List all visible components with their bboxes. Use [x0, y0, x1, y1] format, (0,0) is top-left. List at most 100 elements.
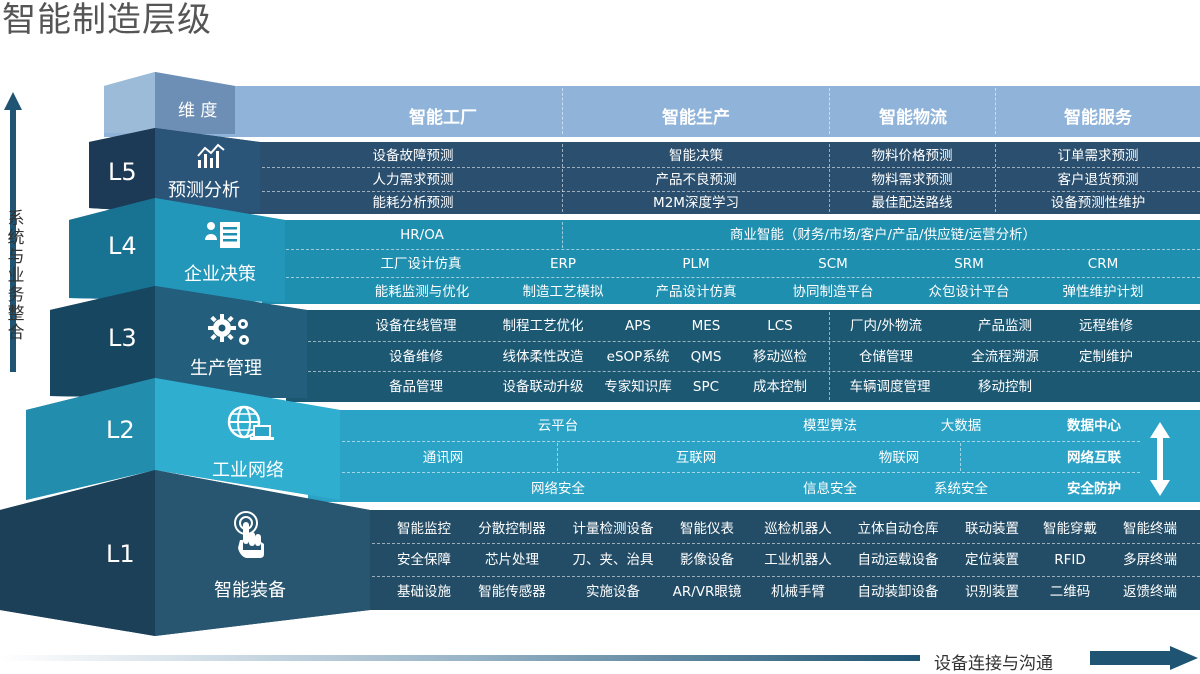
- row-divider: [372, 543, 1200, 544]
- dimension-label: 维 度: [178, 101, 218, 121]
- l1-cell: 计量检测设备: [572, 521, 654, 537]
- l5-cell: 物料价格预测: [871, 148, 953, 164]
- page-title: 智能制造层级: [2, 0, 212, 40]
- l4-cell: SRM: [954, 256, 984, 272]
- l1-cell: 智能监控: [397, 521, 451, 537]
- l3-cell: QMS: [690, 349, 722, 365]
- l2-side-label: 安全防护: [1067, 481, 1121, 497]
- l2-cell: 网络安全: [531, 481, 585, 497]
- header-divider: [562, 88, 563, 134]
- l1-cell: 影像设备: [680, 552, 734, 568]
- row-divider: [342, 472, 1140, 473]
- l1-cell: 安全保障: [397, 552, 451, 568]
- l4-cell: 协同制造平台: [792, 284, 874, 300]
- l3-cell: SPC: [692, 379, 720, 395]
- l3-cell: 设备在线管理: [375, 318, 457, 334]
- l1-cell: 基础设施: [397, 584, 451, 600]
- l4-cell: 能耗监测与优化: [374, 284, 470, 300]
- l5-cell: M2M深度学习: [653, 195, 739, 211]
- l5-cell: 产品不良预测: [655, 172, 737, 188]
- l1-name: 智能装备: [214, 580, 286, 601]
- l2-side-label: 网络互联: [1067, 450, 1121, 466]
- l2-cell: 系统安全: [934, 481, 988, 497]
- touch-hand-icon: [234, 511, 264, 558]
- l4-cell: ERP: [549, 256, 577, 272]
- l3-cell: eSOP系统: [606, 349, 670, 365]
- l1-cell: RFID: [1054, 552, 1086, 568]
- l5-cell: 客户退货预测: [1057, 172, 1139, 188]
- l4-cell: 产品设计仿真: [655, 284, 737, 300]
- row-divider: [342, 441, 1140, 442]
- l1-cell: 芯片处理: [485, 552, 539, 568]
- l4-cell: 商业智能（财务/市场/客户/产品/供应链/运营分析）: [729, 227, 1037, 243]
- l1-cell: 分散控制器: [478, 521, 546, 537]
- l1-cell: 智能终端: [1123, 521, 1177, 537]
- l5-cell: 订单需求预测: [1057, 148, 1139, 164]
- double-arrow-icon: [1150, 422, 1170, 496]
- col-divider: [829, 144, 830, 212]
- l5-cell: 能耗分析预测: [372, 195, 454, 211]
- l3-cell: APS: [625, 318, 651, 334]
- l3-code: L3: [108, 324, 137, 352]
- chart-icon: [197, 143, 225, 168]
- vertical-axis-arrow: [4, 92, 22, 372]
- l4-cell: 工厂设计仿真: [380, 256, 462, 272]
- l4-code: L4: [108, 232, 137, 260]
- l4-cell: 制造工艺模拟: [522, 284, 604, 300]
- l2-cell: 通讯网: [422, 450, 464, 466]
- l3-cell: 定制维护: [1079, 349, 1133, 365]
- l2-code: L2: [106, 416, 135, 444]
- l3-cell: 全流程溯源: [971, 349, 1039, 365]
- l3-cell: 车辆调度管理: [849, 379, 931, 395]
- gears-icon: [208, 314, 249, 345]
- l3-cell: 备品管理: [389, 379, 443, 395]
- l3-cell: 设备联动升级: [502, 379, 584, 395]
- y-axis-label: 系统与业务整合: [7, 209, 25, 343]
- l4-cell: PLM: [682, 256, 710, 272]
- l1-cell: 智能仪表: [680, 521, 734, 537]
- l3-cell: 专家知识库: [604, 379, 672, 395]
- globe-laptop-icon: [227, 405, 274, 440]
- column-smart-factory: 智能工厂: [409, 108, 477, 128]
- l3-name: 生产管理: [190, 358, 262, 379]
- l5-cell: 人力需求预测: [372, 172, 454, 188]
- l2-cell: 模型算法: [803, 418, 857, 434]
- l1-cell: 自动装卸设备: [857, 584, 939, 600]
- l2-name: 工业网络: [212, 460, 284, 481]
- l2-cell: 信息安全: [803, 481, 857, 497]
- l1-cell: 巡检机器人: [764, 521, 832, 537]
- row-divider: [372, 576, 1200, 577]
- l3-cell: 成本控制: [753, 379, 807, 395]
- l3-cell: MES: [691, 318, 721, 334]
- l1-cell: 定位装置: [965, 552, 1019, 568]
- l1-cell: 工业机器人: [764, 552, 832, 568]
- l5-cell: 最佳配送路线: [871, 195, 953, 211]
- col-divider: [829, 312, 830, 400]
- header-divider: [829, 88, 830, 134]
- l3-cell: 线体柔性改造: [502, 349, 584, 365]
- l4-cell: HR/OA: [400, 227, 444, 243]
- l2-cell: 大数据: [940, 418, 982, 434]
- column-smart-production: 智能生产: [662, 108, 730, 128]
- l3-cell: 移动巡检: [753, 349, 807, 365]
- x-axis-label: 设备连接与沟通: [934, 654, 1053, 674]
- l4-cell: CRM: [1087, 256, 1119, 272]
- l3-cell: 远程维修: [1079, 318, 1133, 334]
- l3-cell: 产品监测: [978, 318, 1032, 334]
- row-divider: [308, 341, 1200, 342]
- row-divider: [308, 371, 1200, 372]
- column-smart-logistics: 智能物流: [879, 108, 947, 128]
- l1-cell: 自动运载设备: [857, 552, 939, 568]
- document-list-icon: [205, 222, 240, 248]
- l1-cell: 刀、夹、治具: [572, 552, 654, 568]
- l1-cell: 多屏终端: [1123, 552, 1177, 568]
- col-divider: [562, 144, 563, 212]
- l4-cell: 弹性维护计划: [1062, 284, 1144, 300]
- l2-cell: 云平台: [537, 418, 579, 434]
